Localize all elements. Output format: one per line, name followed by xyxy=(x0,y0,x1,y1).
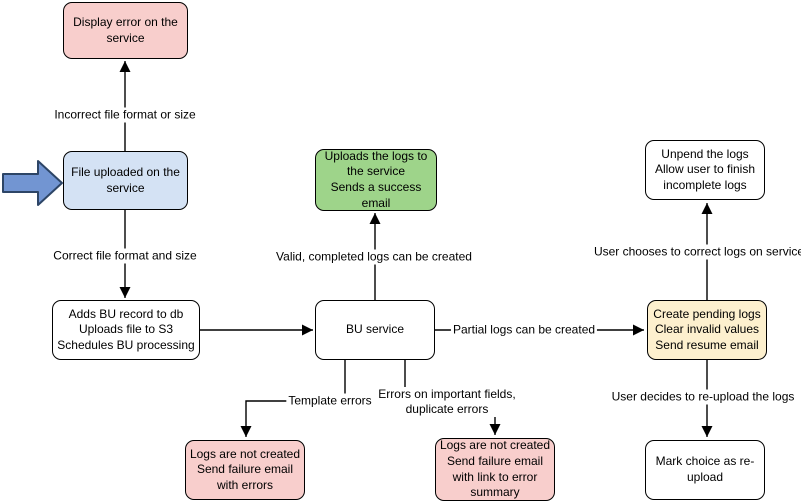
edge-label-template-errors: Template errors xyxy=(286,393,374,409)
node-logs-not-created-summary: Logs are not created Send failure email … xyxy=(435,438,555,501)
node-bu-service: BU service xyxy=(315,300,435,360)
node-display-error: Display error on the service xyxy=(63,2,188,59)
edge-label-incorrect-format: Incorrect file format or size xyxy=(52,107,198,123)
edge-label-valid-completed: Valid, completed logs can be created xyxy=(274,249,474,265)
node-logs-not-created-errors: Logs are not created Send failure email … xyxy=(185,440,305,500)
node-mark-choice-reupload: Mark choice as re- upload xyxy=(645,440,765,500)
edge-label-correct-format: Correct file format and size xyxy=(51,248,199,264)
edge-label-user-corrects: User chooses to correct logs on service xyxy=(591,244,801,260)
edge-label-partial-logs: Partial logs can be created xyxy=(450,322,598,338)
edge-label-important-fields: Errors on important fields, duplicate er… xyxy=(376,387,518,417)
node-adds-bu-record: Adds BU record to db Uploads file to S3 … xyxy=(52,300,200,360)
node-create-pending-logs: Create pending logs Clear invalid values… xyxy=(647,300,767,360)
entry-block-arrow-icon xyxy=(2,160,63,206)
node-file-uploaded: File uploaded on the service xyxy=(63,151,188,210)
edge-label-user-reuploads: User decides to re-upload the logs xyxy=(609,389,797,405)
node-unpend-logs: Unpend the logs Allow user to finish inc… xyxy=(645,140,765,200)
node-uploads-logs: Uploads the logs to the service Sends a … xyxy=(315,149,437,211)
